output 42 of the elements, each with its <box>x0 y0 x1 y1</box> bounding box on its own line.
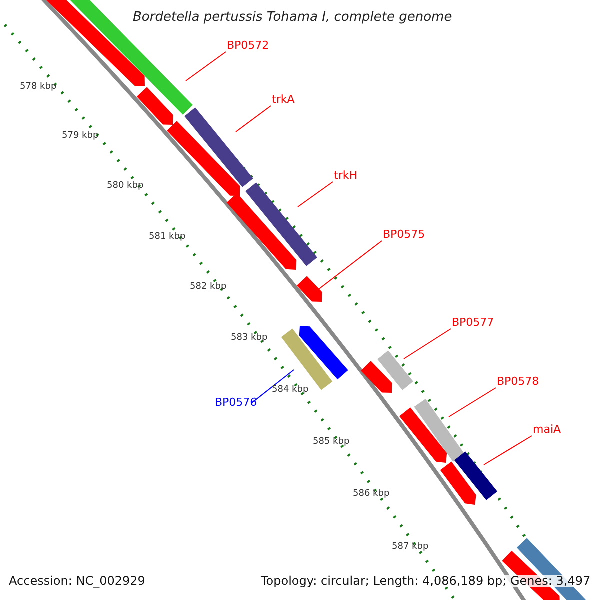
tick-label: 587 kbp <box>392 543 429 552</box>
gene-label: BP0572 <box>227 40 270 51</box>
leader-line <box>448 388 496 418</box>
gene-segment <box>378 350 414 390</box>
tick-label: 583 kbp <box>231 334 268 343</box>
gene-segment <box>414 399 465 462</box>
tick-label: 582 kbp <box>190 283 227 292</box>
gene-segment <box>361 361 392 393</box>
gene-segment <box>226 193 297 270</box>
leader-line <box>298 182 334 208</box>
gene-segment <box>296 276 322 302</box>
leader-line <box>404 328 452 360</box>
title: Bordetella pertussis Tohama I, complete genome <box>133 11 452 24</box>
tick-label: 586 kbp <box>353 490 390 499</box>
tick-label: 581 kbp <box>149 233 186 242</box>
gene-segment <box>440 462 476 505</box>
leader-line <box>236 106 272 132</box>
leader-line <box>252 370 294 404</box>
leader-line <box>484 436 532 466</box>
gene-label: trkH <box>334 170 358 181</box>
leader-line <box>186 52 226 82</box>
gene-label: BP0575 <box>383 229 426 240</box>
gene-segment <box>184 108 254 188</box>
tick-label: 584 kbp <box>272 386 309 395</box>
gene-segment <box>400 408 448 463</box>
gene-label: BP0576 <box>215 397 258 408</box>
footer-text: Accession: NC_002929 <box>9 575 146 587</box>
gene-segment <box>299 326 348 380</box>
gene-label: maiA <box>533 424 562 435</box>
tick-label: 585 kbp <box>313 438 350 447</box>
gene-segment <box>454 452 498 500</box>
gene-segment <box>246 182 318 266</box>
gene-label: BP0577 <box>452 317 494 328</box>
leader-line <box>318 240 382 290</box>
tick-label: 578 kbp <box>20 83 57 92</box>
tick-label: 579 kbp <box>62 132 99 141</box>
gene-label: trkA <box>272 94 295 105</box>
gene-label: BP0578 <box>497 376 540 387</box>
footer-text: Topology: circular; Length: 4,086,189 bp; Genes: 3,497 <box>261 575 591 587</box>
gene-segment <box>167 121 240 196</box>
gene-segment <box>136 87 174 125</box>
tick-label: 580 kbp <box>107 182 144 191</box>
